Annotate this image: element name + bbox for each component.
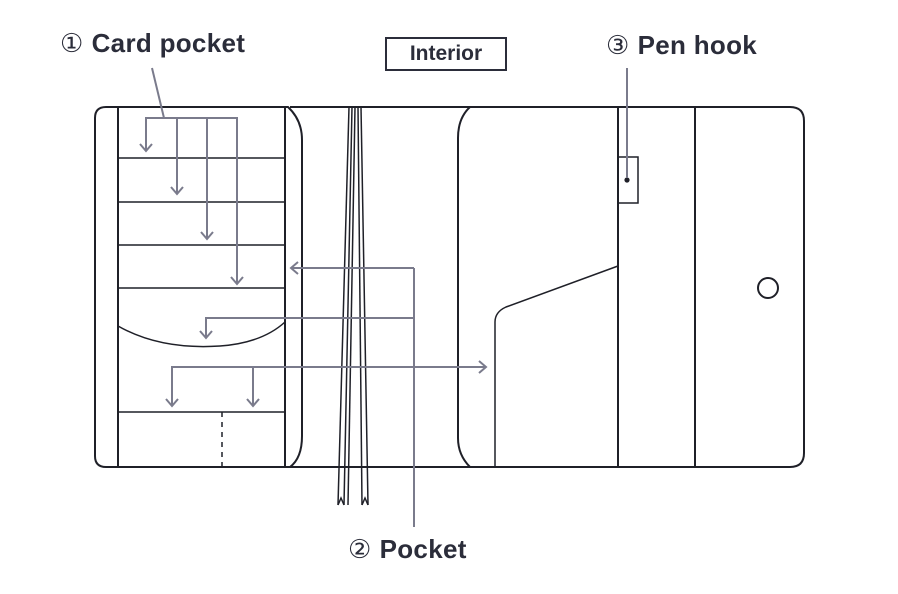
pocket-pointers [165,261,488,527]
card-pocket-pointers [139,67,244,286]
pocket-number: ② [348,534,372,564]
snap-button [757,277,779,299]
middle-panel [290,106,470,506]
slanted-pocket [494,265,619,467]
card-pocket-number: ① [60,28,84,58]
pen-hook-dot [624,177,630,183]
card-pocket-text: Card pocket [91,28,246,58]
diagram-title: Interior [385,37,507,71]
diagram-title-text: Interior [409,42,483,65]
pocket-text: Pocket [379,534,467,564]
right-panel [457,106,805,468]
bookmark-ribbons [337,106,369,506]
left-panel [94,106,303,468]
pen-hook-number: ③ [606,30,630,60]
curved-pocket-edge [117,321,286,348]
card-slots [118,157,285,289]
pen-hook-text: Pen hook [637,30,758,60]
